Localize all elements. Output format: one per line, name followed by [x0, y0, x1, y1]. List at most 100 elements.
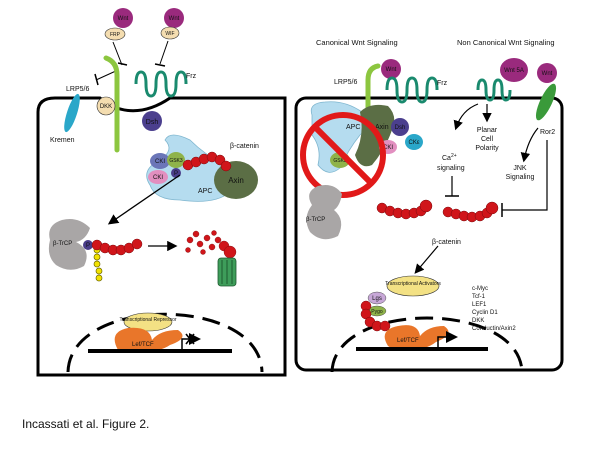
lgs-protein	[367, 291, 387, 305]
dkk-protein	[96, 96, 116, 116]
frp-inhibition	[112, 41, 123, 66]
target-gene: Cyclin D1	[472, 310, 498, 316]
right-wnt-ligand-2	[537, 63, 557, 83]
lrp-label: LRP5/6	[66, 86, 89, 93]
jnk-label-2: Signaling	[506, 174, 535, 181]
right-dsh-protein	[391, 118, 409, 136]
nuclear-beta-catenin	[360, 300, 391, 332]
to-ca-arrow	[453, 103, 479, 131]
beta-catenin-chain	[182, 151, 232, 172]
to-jnk-arrow	[520, 127, 539, 163]
ck1-top-label: CKI	[155, 159, 165, 165]
right-gsk3-label: GSK3	[333, 158, 347, 164]
noncanonical-title: Non Canonical Wnt Signaling	[457, 38, 555, 47]
wnt5a-label: Wnt 5A	[504, 68, 524, 74]
right-wnt-ligand	[381, 59, 401, 79]
right-btrcp-protein	[306, 185, 342, 240]
beta-catenin-label: β-catenin	[230, 143, 259, 150]
target-gene: Conductin/Axin2	[472, 326, 516, 332]
wif-protein	[160, 26, 180, 40]
right-frizzled-receptor	[385, 76, 439, 104]
wif-inhibition-bar	[154, 63, 166, 67]
frizzled-receptor	[134, 70, 188, 98]
planar-label-1: Planar	[477, 127, 498, 134]
ror2-label: Ror2	[540, 129, 555, 136]
ca-label-a: Ca2+	[442, 153, 457, 162]
activators-label: Transcriptional Activators	[385, 281, 441, 287]
target-genes-list: c-Myc Tcf-1 LEF1 Cyclin D1 DKK Conductin…	[472, 286, 516, 332]
wnt-ligand-b	[164, 8, 184, 28]
canonical-title: Canonical Wnt Signaling	[316, 38, 398, 47]
wnt-a-label: Wnt	[118, 16, 129, 22]
planar-label-3: Polarity	[475, 145, 499, 152]
left-lef-tcf	[114, 327, 183, 353]
to-nucleus-arrow	[414, 245, 439, 274]
right-frz-label: Frz	[437, 80, 448, 87]
wnt-ligand-a	[113, 8, 133, 28]
left-panel: Wnt FRP Wnt WIF LRP5/6 Frz Kremen DKK Ds…	[36, 8, 287, 377]
gsk3-label: GSK3	[169, 158, 183, 164]
phospho-site-2	[83, 240, 93, 250]
right-transcription-arrow	[437, 331, 458, 349]
transcriptional-repressor	[123, 312, 173, 332]
lgs-label: Lgs	[372, 296, 382, 302]
right-lef-tcf	[384, 325, 449, 350]
right-lrp-label: LRP5/6	[334, 79, 357, 86]
target-gene: Tcf-1	[472, 294, 486, 300]
target-gene: LEF1	[472, 302, 487, 308]
right-dsh-label: Dsh	[395, 125, 406, 131]
axin-label: Axin	[228, 176, 244, 185]
ror2-inhibition	[502, 140, 548, 211]
left-nucleus-envelope	[66, 312, 264, 373]
left-lef-label: Lef/TCF	[132, 342, 154, 348]
right-lrp-receptor	[365, 63, 381, 143]
frp-protein	[104, 27, 126, 41]
to-btrcp-arrow	[107, 174, 181, 225]
right-lef-label: Lef/TCF	[397, 338, 419, 344]
jnk-label-1: JNK	[513, 165, 527, 172]
lrp-inhibition-bar	[94, 73, 99, 86]
right-panel: Canonical Wnt Signaling Non Canonical Wn…	[294, 38, 564, 373]
ror2-receptor	[535, 83, 557, 121]
ck1-protein	[148, 170, 168, 184]
ck1-protein-top	[150, 153, 170, 169]
figure-caption: Incassati et al. Figure 2.	[22, 417, 150, 431]
left-transcription-arrow	[181, 333, 201, 351]
prohibition-icon	[300, 112, 386, 198]
kremen-protein	[64, 93, 80, 133]
wif-label: WIF	[165, 31, 174, 37]
ubiquitin-chain	[93, 246, 103, 282]
wnt5a-ligand	[500, 58, 528, 82]
gsk3-protein	[167, 152, 185, 168]
lrp-receptor	[103, 55, 120, 153]
transcription-blocked-icon	[185, 333, 195, 345]
left-btrcp-label: β-TrCP	[53, 241, 72, 247]
right-ck1-label: CKI	[383, 145, 393, 151]
wnt-b-label: Wnt	[169, 16, 180, 22]
ck-epsilon-protein	[405, 134, 423, 150]
apc-label: APC	[198, 188, 212, 195]
frp-inhibition-bar	[117, 62, 128, 66]
ck6-label: CKε	[408, 140, 419, 146]
right-wnt2-label: Wnt	[542, 71, 553, 77]
degraded-fragments	[185, 230, 237, 259]
wif-inhibition	[159, 40, 169, 65]
planar-label-2: Cell	[481, 136, 494, 143]
phospho-label-1: P	[174, 171, 178, 177]
left-btrcp-protein	[48, 219, 90, 270]
right-apc-label: APC	[346, 124, 360, 131]
proteasome-icon	[217, 257, 237, 287]
dkk-label: DKK	[100, 104, 112, 110]
right-cell-membrane	[294, 96, 564, 372]
left-beta-catenin-chain	[91, 238, 143, 256]
noncanonical-frizzled	[476, 78, 512, 102]
ca-superscript: 2+	[451, 153, 457, 159]
free-beta-catenin-1	[376, 199, 433, 220]
target-gene: c-Myc	[472, 286, 488, 292]
dsh-label: Dsh	[146, 119, 159, 126]
repressor-label: Transcriptional Repressor	[119, 317, 176, 323]
ca-label-b: signaling	[437, 165, 465, 172]
right-nucleus-envelope	[330, 316, 524, 373]
right-beta-catenin-label: β-catenin	[432, 239, 461, 246]
frp-label: FRP	[110, 32, 121, 38]
